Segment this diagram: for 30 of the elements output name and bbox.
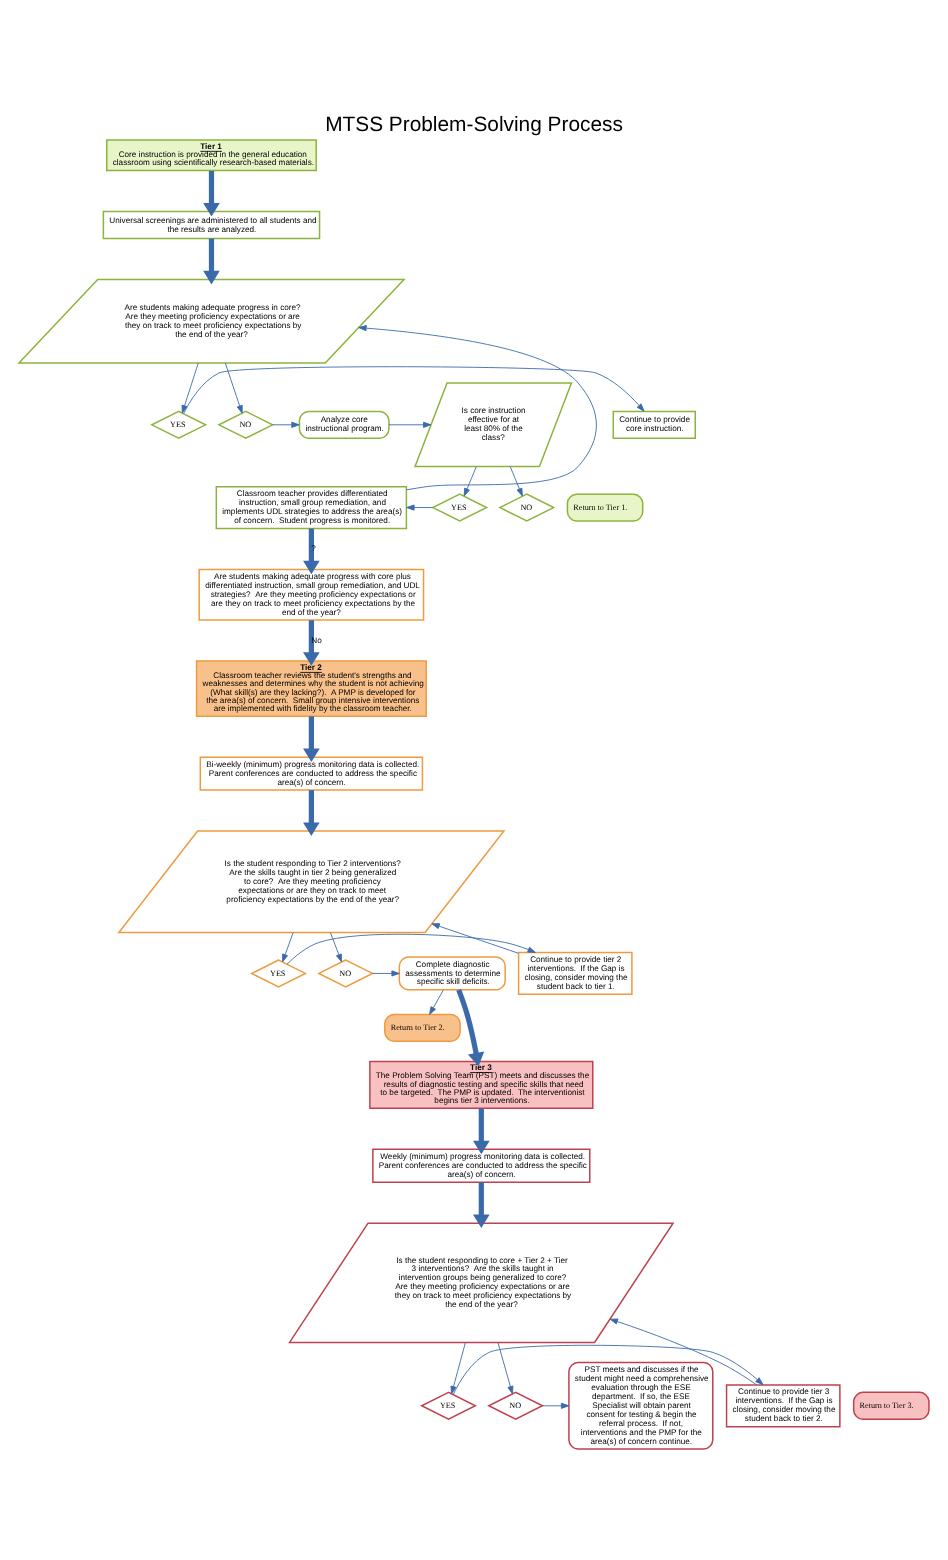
- arrow: [456, 988, 485, 1067]
- arrow: [406, 504, 434, 511]
- arrow: [429, 989, 444, 1015]
- arrow: [303, 620, 320, 666]
- arrow: [358, 325, 597, 491]
- arrow: [473, 1182, 490, 1229]
- diagram-title: MTSS Problem-Solving Process: [325, 114, 623, 137]
- arrow: [181, 362, 199, 414]
- arrow: [183, 366, 645, 415]
- arrow: [497, 1342, 514, 1395]
- arrow: [463, 466, 477, 497]
- arrow: [203, 170, 220, 217]
- arrow: [303, 716, 320, 763]
- arrow: [388, 421, 432, 428]
- arrow: [431, 923, 519, 954]
- arrow: [542, 1402, 570, 1409]
- arrow: [509, 466, 523, 497]
- arrow: [282, 932, 294, 963]
- arrow: [303, 528, 320, 575]
- arrow: [609, 1318, 757, 1386]
- arrow: [286, 933, 536, 965]
- arrow: [473, 1108, 490, 1155]
- arrow: [272, 421, 300, 428]
- arrow: [452, 1344, 764, 1395]
- arrow: [329, 932, 342, 963]
- arrow: [224, 362, 243, 414]
- arrow: [450, 1342, 466, 1395]
- arrow: [203, 238, 220, 285]
- arrow: [303, 790, 320, 836]
- arrow: [372, 970, 400, 977]
